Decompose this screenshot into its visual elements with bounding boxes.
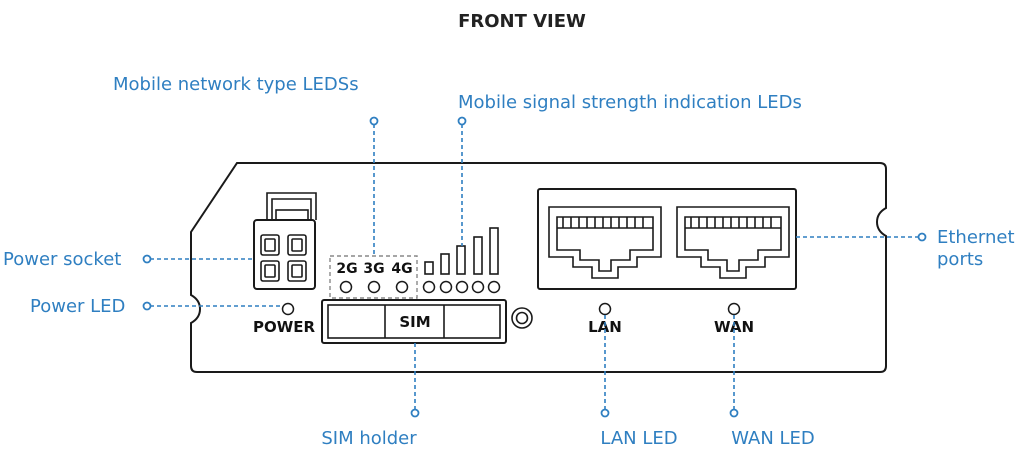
callout-lan-led: LAN LED bbox=[600, 428, 677, 449]
dot-network-type bbox=[369, 116, 379, 126]
wan-port bbox=[676, 206, 790, 279]
diagram-title: FRONT VIEW bbox=[458, 11, 586, 32]
signal-led-1 bbox=[422, 280, 436, 294]
lan-port bbox=[548, 206, 662, 279]
lan-led bbox=[598, 302, 612, 316]
signal-led-5 bbox=[487, 280, 501, 294]
wan-led bbox=[727, 302, 741, 316]
signal-led-4 bbox=[471, 280, 485, 294]
dot-lan-led bbox=[600, 408, 610, 418]
callout-power-socket: Power socket bbox=[3, 249, 121, 270]
callout-wan-led: WAN LED bbox=[731, 428, 815, 449]
leader-dots bbox=[142, 116, 927, 418]
led-4g bbox=[395, 280, 409, 294]
callout-mobile-network-type: Mobile network type LEDSs bbox=[113, 74, 359, 95]
signal-bar-2 bbox=[440, 253, 450, 275]
callout-mobile-signal-strength: Mobile signal strength indication LEDs bbox=[458, 92, 802, 113]
callout-power-led: Power LED bbox=[30, 296, 125, 317]
signal-strength-indicator bbox=[422, 227, 501, 294]
network-type-led-group: 2G 3G 4G bbox=[329, 255, 418, 299]
led-3g bbox=[367, 280, 381, 294]
signal-bar-1 bbox=[424, 261, 434, 275]
label-3g: 3G bbox=[363, 261, 384, 277]
led-2g bbox=[339, 280, 353, 294]
router-body bbox=[190, 162, 887, 373]
callout-ethernet-line1: Ethernet bbox=[937, 227, 1015, 248]
dot-signal-strength bbox=[457, 116, 467, 126]
dot-power-socket bbox=[142, 254, 152, 264]
wan-label: WAN bbox=[714, 318, 754, 336]
dot-wan-led bbox=[729, 408, 739, 418]
ethernet-ports bbox=[537, 188, 797, 290]
signal-bar-4 bbox=[473, 236, 483, 275]
dot-sim-holder bbox=[410, 408, 420, 418]
callout-sim-holder: SIM holder bbox=[321, 428, 417, 449]
power-led bbox=[281, 302, 295, 316]
power-socket bbox=[253, 192, 317, 290]
signal-bar-3 bbox=[456, 245, 466, 275]
sim-holder: SIM bbox=[321, 299, 507, 344]
label-2g: 2G bbox=[336, 261, 357, 277]
sim-label: SIM bbox=[399, 313, 430, 331]
signal-led-2 bbox=[439, 280, 453, 294]
callout-ethernet-line2: ports bbox=[937, 249, 983, 270]
signal-bar-5 bbox=[489, 227, 499, 275]
network-type-led-frame bbox=[329, 255, 418, 299]
power-label: POWER bbox=[253, 318, 316, 336]
leader-lines bbox=[150, 124, 918, 409]
label-4g: 4G bbox=[391, 261, 412, 277]
reset-button bbox=[511, 307, 533, 329]
dot-power-led bbox=[142, 301, 152, 311]
lan-label: LAN bbox=[588, 318, 622, 336]
signal-led-3 bbox=[455, 280, 469, 294]
dot-ethernet bbox=[917, 232, 927, 242]
